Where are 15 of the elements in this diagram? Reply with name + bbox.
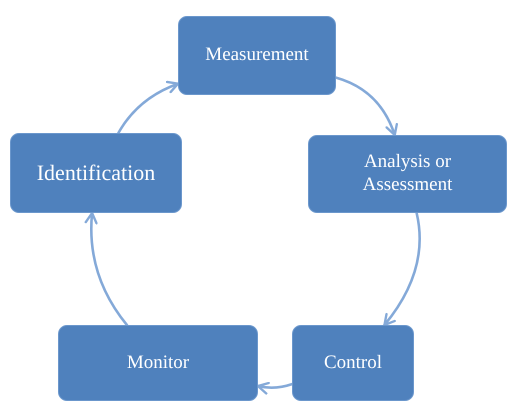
process-box xyxy=(58,325,258,401)
process-box xyxy=(308,135,507,213)
curved-arrow xyxy=(383,212,421,326)
process-box xyxy=(10,133,182,213)
process-box xyxy=(292,325,414,401)
box-label: Measurement xyxy=(205,44,309,67)
process-box xyxy=(178,16,336,95)
curved-arrow xyxy=(117,81,180,134)
curved-arrow xyxy=(256,382,294,395)
box-label: Monitor xyxy=(126,352,190,374)
box-label: Control xyxy=(324,352,382,374)
box-label: Identification xyxy=(36,160,156,186)
curved-arrow xyxy=(334,76,398,136)
curved-arrow xyxy=(84,212,128,326)
box-label: Analysis or Assessment xyxy=(362,151,454,197)
